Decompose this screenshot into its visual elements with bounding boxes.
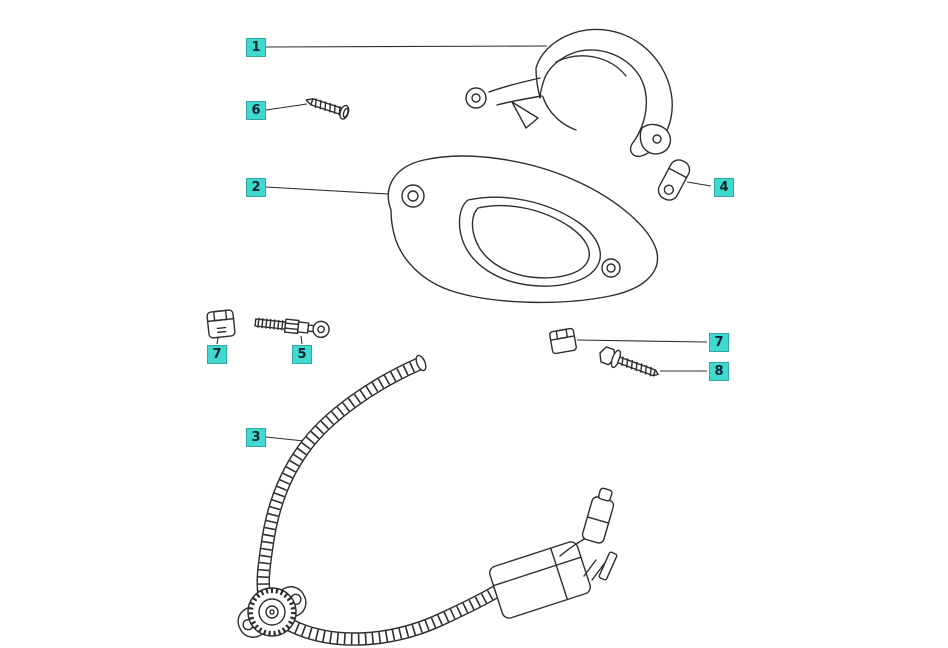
callout-7a[interactable]: 7 [207, 345, 227, 364]
callout-8[interactable]: 8 [709, 362, 729, 381]
callout-6[interactable]: 6 [246, 101, 266, 120]
part-plate [387, 155, 659, 304]
part-bracket-4 [657, 159, 691, 201]
part-clip-7b [549, 327, 577, 355]
part-cable-3 [237, 354, 618, 646]
part-screw-8 [599, 346, 659, 377]
leader-lines [216, 45, 712, 442]
callout-1[interactable]: 1 [246, 38, 266, 57]
part-clip-7a [206, 309, 236, 339]
callout-3[interactable]: 3 [246, 428, 266, 447]
part-screw-6 [305, 98, 350, 120]
callout-5[interactable]: 5 [292, 345, 312, 364]
part-cover [465, 28, 673, 158]
callout-4[interactable]: 4 [714, 178, 734, 197]
part-adjuster-5 [254, 317, 330, 339]
callout-2[interactable]: 2 [246, 178, 266, 197]
callout-7b[interactable]: 7 [709, 333, 729, 352]
